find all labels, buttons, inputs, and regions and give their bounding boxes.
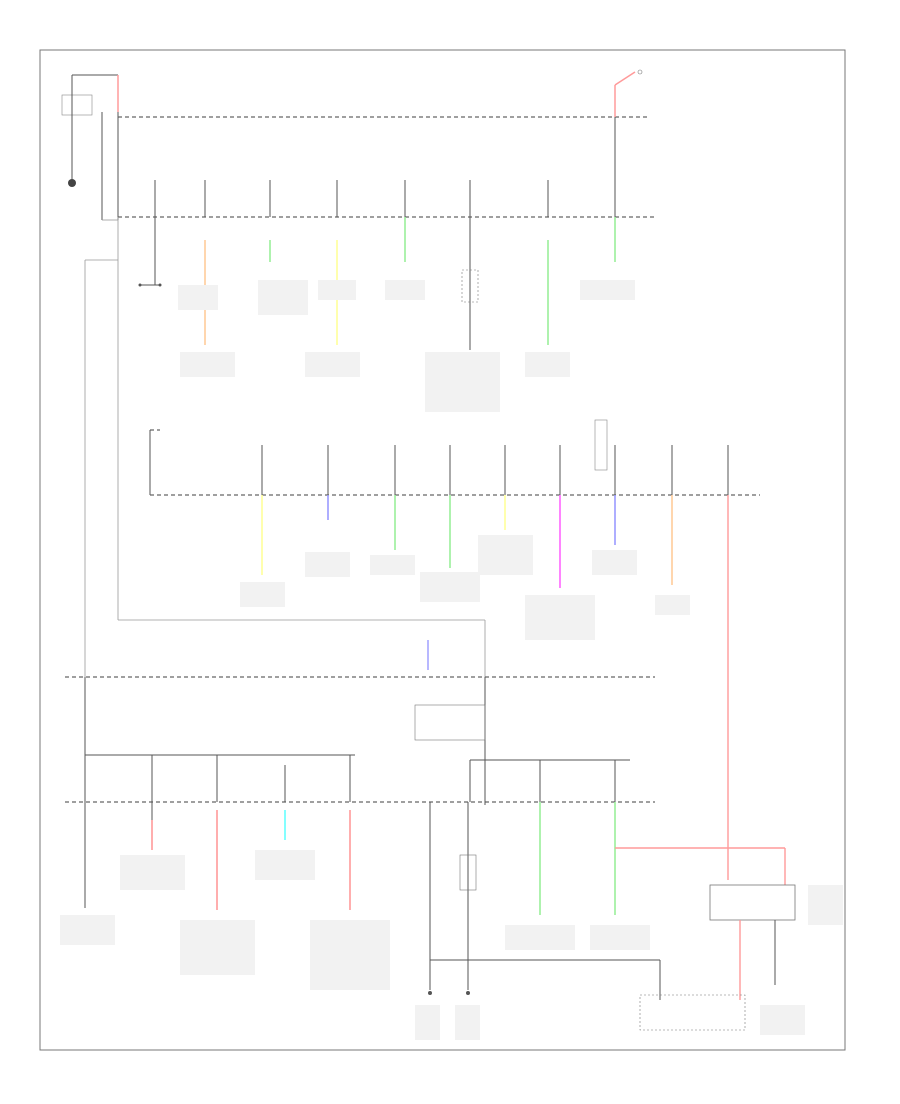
diagram-border <box>39 49 846 1051</box>
top-section <box>61 69 655 680</box>
ignition-feed-red <box>614 71 636 86</box>
relay-switch-bottom <box>414 704 486 741</box>
bottom-section <box>65 676 796 1031</box>
battery-icon <box>68 179 76 187</box>
component-box-lower <box>459 854 477 891</box>
ground-box <box>639 994 746 1031</box>
middle-section <box>149 419 760 880</box>
middle-fuse-row <box>261 445 729 495</box>
relay-right-bottom <box>709 884 796 921</box>
label-placeholders <box>60 280 843 1040</box>
top-fuse-row <box>154 180 616 217</box>
battery-fuse-box <box>61 94 93 116</box>
relay-middle <box>594 419 608 471</box>
bottom-fuse-row-left <box>151 755 351 802</box>
relay-switch-top <box>461 269 479 303</box>
